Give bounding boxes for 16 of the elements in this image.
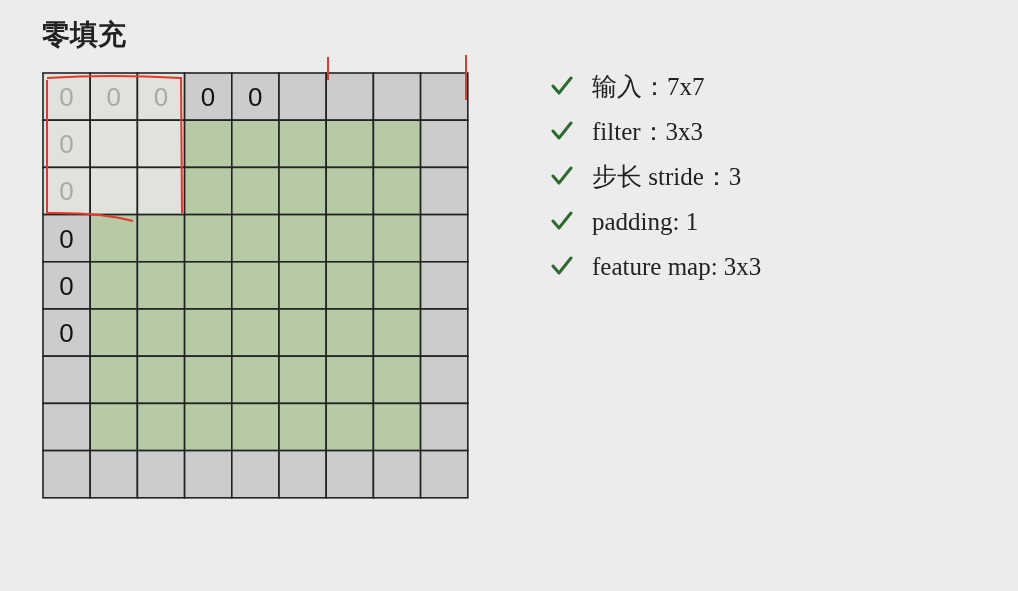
grid-number: 0 bbox=[58, 131, 75, 158]
list-item-text: filter：3x3 bbox=[592, 118, 704, 146]
grid-number: 0 bbox=[58, 84, 75, 110]
grid-number: 0 bbox=[199, 84, 217, 110]
grid-number: 0 bbox=[105, 84, 122, 110]
list-item-text: 输入：7x7 bbox=[592, 73, 705, 101]
list-item-text: feature map: 3x3 bbox=[592, 253, 762, 281]
list-item-text: 步长 stride：3 bbox=[592, 163, 742, 191]
title: 零填充 bbox=[42, 18, 126, 52]
grid-number: 0 bbox=[58, 225, 75, 252]
grid-number: 0 bbox=[58, 272, 75, 299]
grid-number: 0 bbox=[247, 84, 264, 110]
grid-number: 0 bbox=[58, 320, 75, 346]
grid-number: 0 bbox=[58, 178, 75, 205]
list-item-text: padding: 1 bbox=[592, 208, 699, 236]
grid-number: 0 bbox=[152, 84, 170, 110]
